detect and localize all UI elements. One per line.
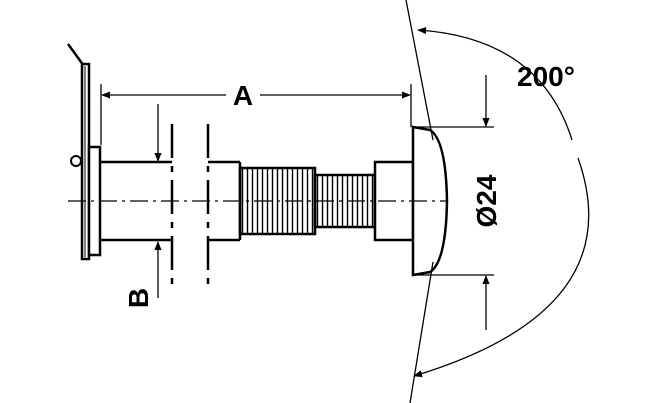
door-plate — [66, 43, 91, 261]
dimension-a: A — [100, 80, 412, 145]
dimension-b-label: B — [123, 288, 154, 308]
dimension-diameter-label: Ø24 — [471, 174, 502, 227]
lens-head — [411, 125, 449, 277]
viewing-angle: 200° — [413, 26, 590, 378]
door-surface — [405, 0, 434, 403]
sleeve-left — [100, 160, 172, 242]
break-lines — [170, 124, 210, 285]
inner-flange — [87, 145, 102, 257]
viewing-angle-label: 200° — [517, 61, 575, 92]
dimension-diameter: Ø24 — [414, 75, 502, 330]
dimension-a-label: A — [233, 80, 253, 111]
dimension-b: B — [123, 104, 162, 308]
